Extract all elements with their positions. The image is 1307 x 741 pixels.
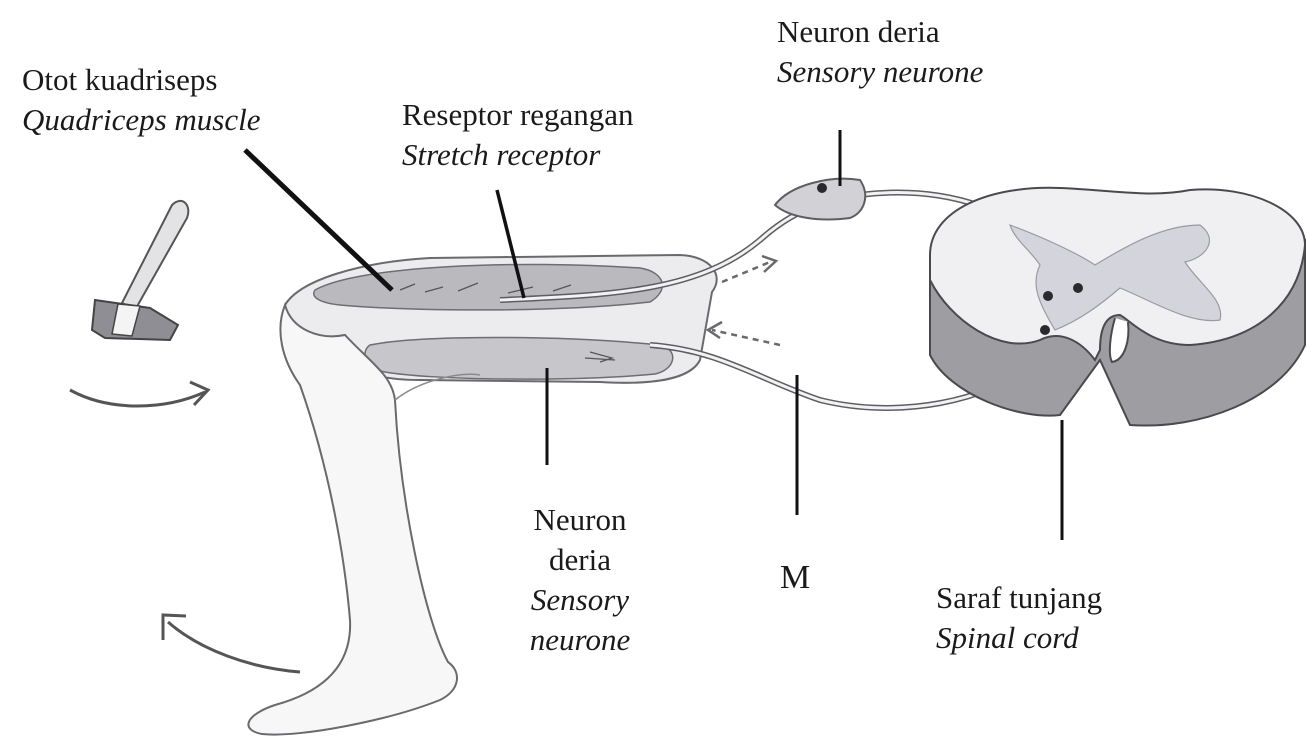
label-m: M xyxy=(780,558,810,598)
label-sensory-top-ms: Neuron deria xyxy=(777,12,983,52)
label-quadriceps: Otot kuadriseps Quadriceps muscle xyxy=(22,60,260,140)
label-sensory-bottom-ms1: Neuron xyxy=(495,500,665,540)
curved-arrow-icon xyxy=(70,382,208,406)
label-sensory-neurone-top: Neuron deria Sensory neurone xyxy=(777,12,983,92)
leader-line-quadriceps xyxy=(245,150,392,290)
label-spinal-cord: Saraf tunjang Spinal cord xyxy=(936,578,1102,658)
dorsal-root-ganglion xyxy=(775,179,865,220)
label-stretch-receptor: Reseptor regangan Stretch receptor xyxy=(402,95,634,175)
reflex-hammer-icon xyxy=(92,201,188,340)
label-sensory-bottom-en2: neurone xyxy=(495,620,665,660)
label-spinal-cord-en: Spinal cord xyxy=(936,618,1102,658)
label-spinal-cord-ms: Saraf tunjang xyxy=(936,578,1102,618)
label-sensory-bottom-en1: Sensory xyxy=(495,580,665,620)
label-stretch-receptor-en: Stretch receptor xyxy=(402,135,634,175)
label-stretch-receptor-ms: Reseptor regangan xyxy=(402,95,634,135)
leg-kick-arrow-icon xyxy=(163,615,300,672)
label-sensory-neurone-bottom: Neuron deria Sensory neurone xyxy=(495,500,665,660)
label-m-text: M xyxy=(780,558,810,598)
spinal-cord xyxy=(930,188,1305,426)
label-sensory-top-en: Sensory neurone xyxy=(777,52,983,92)
label-sensory-bottom-ms2: deria xyxy=(495,540,665,580)
label-quadriceps-en: Quadriceps muscle xyxy=(22,100,260,140)
label-quadriceps-ms: Otot kuadriseps xyxy=(22,60,260,100)
